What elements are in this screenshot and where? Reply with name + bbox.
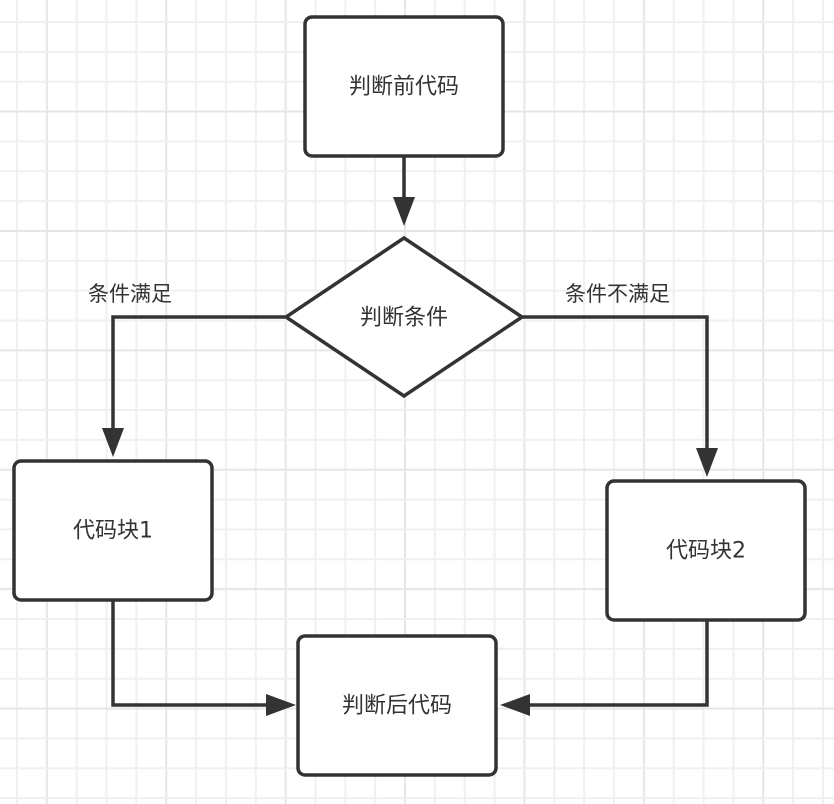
node-label-after: 判断后代码 — [342, 694, 452, 719]
arrowhead-icon — [696, 448, 718, 477]
node-label-before: 判断前代码 — [349, 75, 459, 100]
node-before[interactable]: 判断前代码 — [303, 15, 505, 158]
node-shape — [303, 15, 505, 158]
node-block1[interactable]: 代码块1 — [12, 459, 214, 602]
node-label-block2: 代码块2 — [666, 539, 746, 564]
node-condition[interactable]: 判断条件 — [282, 235, 526, 399]
node-block2[interactable]: 代码块2 — [605, 479, 807, 622]
edge-label-condition-true: 条件满足 — [88, 282, 172, 306]
edge-line — [111, 315, 285, 430]
edge-line — [522, 315, 709, 450]
node-label-condition: 判断条件 — [360, 306, 448, 331]
arrowhead-icon — [266, 694, 296, 716]
arrowhead-icon — [393, 197, 415, 226]
diamond-shape — [282, 235, 526, 399]
edge-before-to-condition[interactable] — [393, 157, 415, 226]
arrowhead-icon — [102, 428, 124, 457]
edge-line — [525, 620, 709, 707]
edge-block1-to-after[interactable] — [111, 600, 296, 716]
edge-line — [111, 600, 270, 707]
edges: 条件满足 条件不满足 — [88, 157, 718, 716]
node-shape — [296, 634, 498, 777]
arrowhead-icon — [500, 694, 530, 716]
edge-label-condition-false: 条件不满足 — [565, 282, 670, 306]
node-shape — [12, 459, 214, 602]
node-after[interactable]: 判断后代码 — [296, 634, 498, 777]
node-shape — [605, 479, 807, 622]
edge-block2-to-after[interactable] — [500, 620, 709, 716]
edge-condition-false[interactable]: 条件不满足 — [522, 282, 718, 477]
node-label-block1: 代码块1 — [73, 519, 153, 544]
edge-condition-true[interactable]: 条件满足 — [88, 282, 285, 457]
